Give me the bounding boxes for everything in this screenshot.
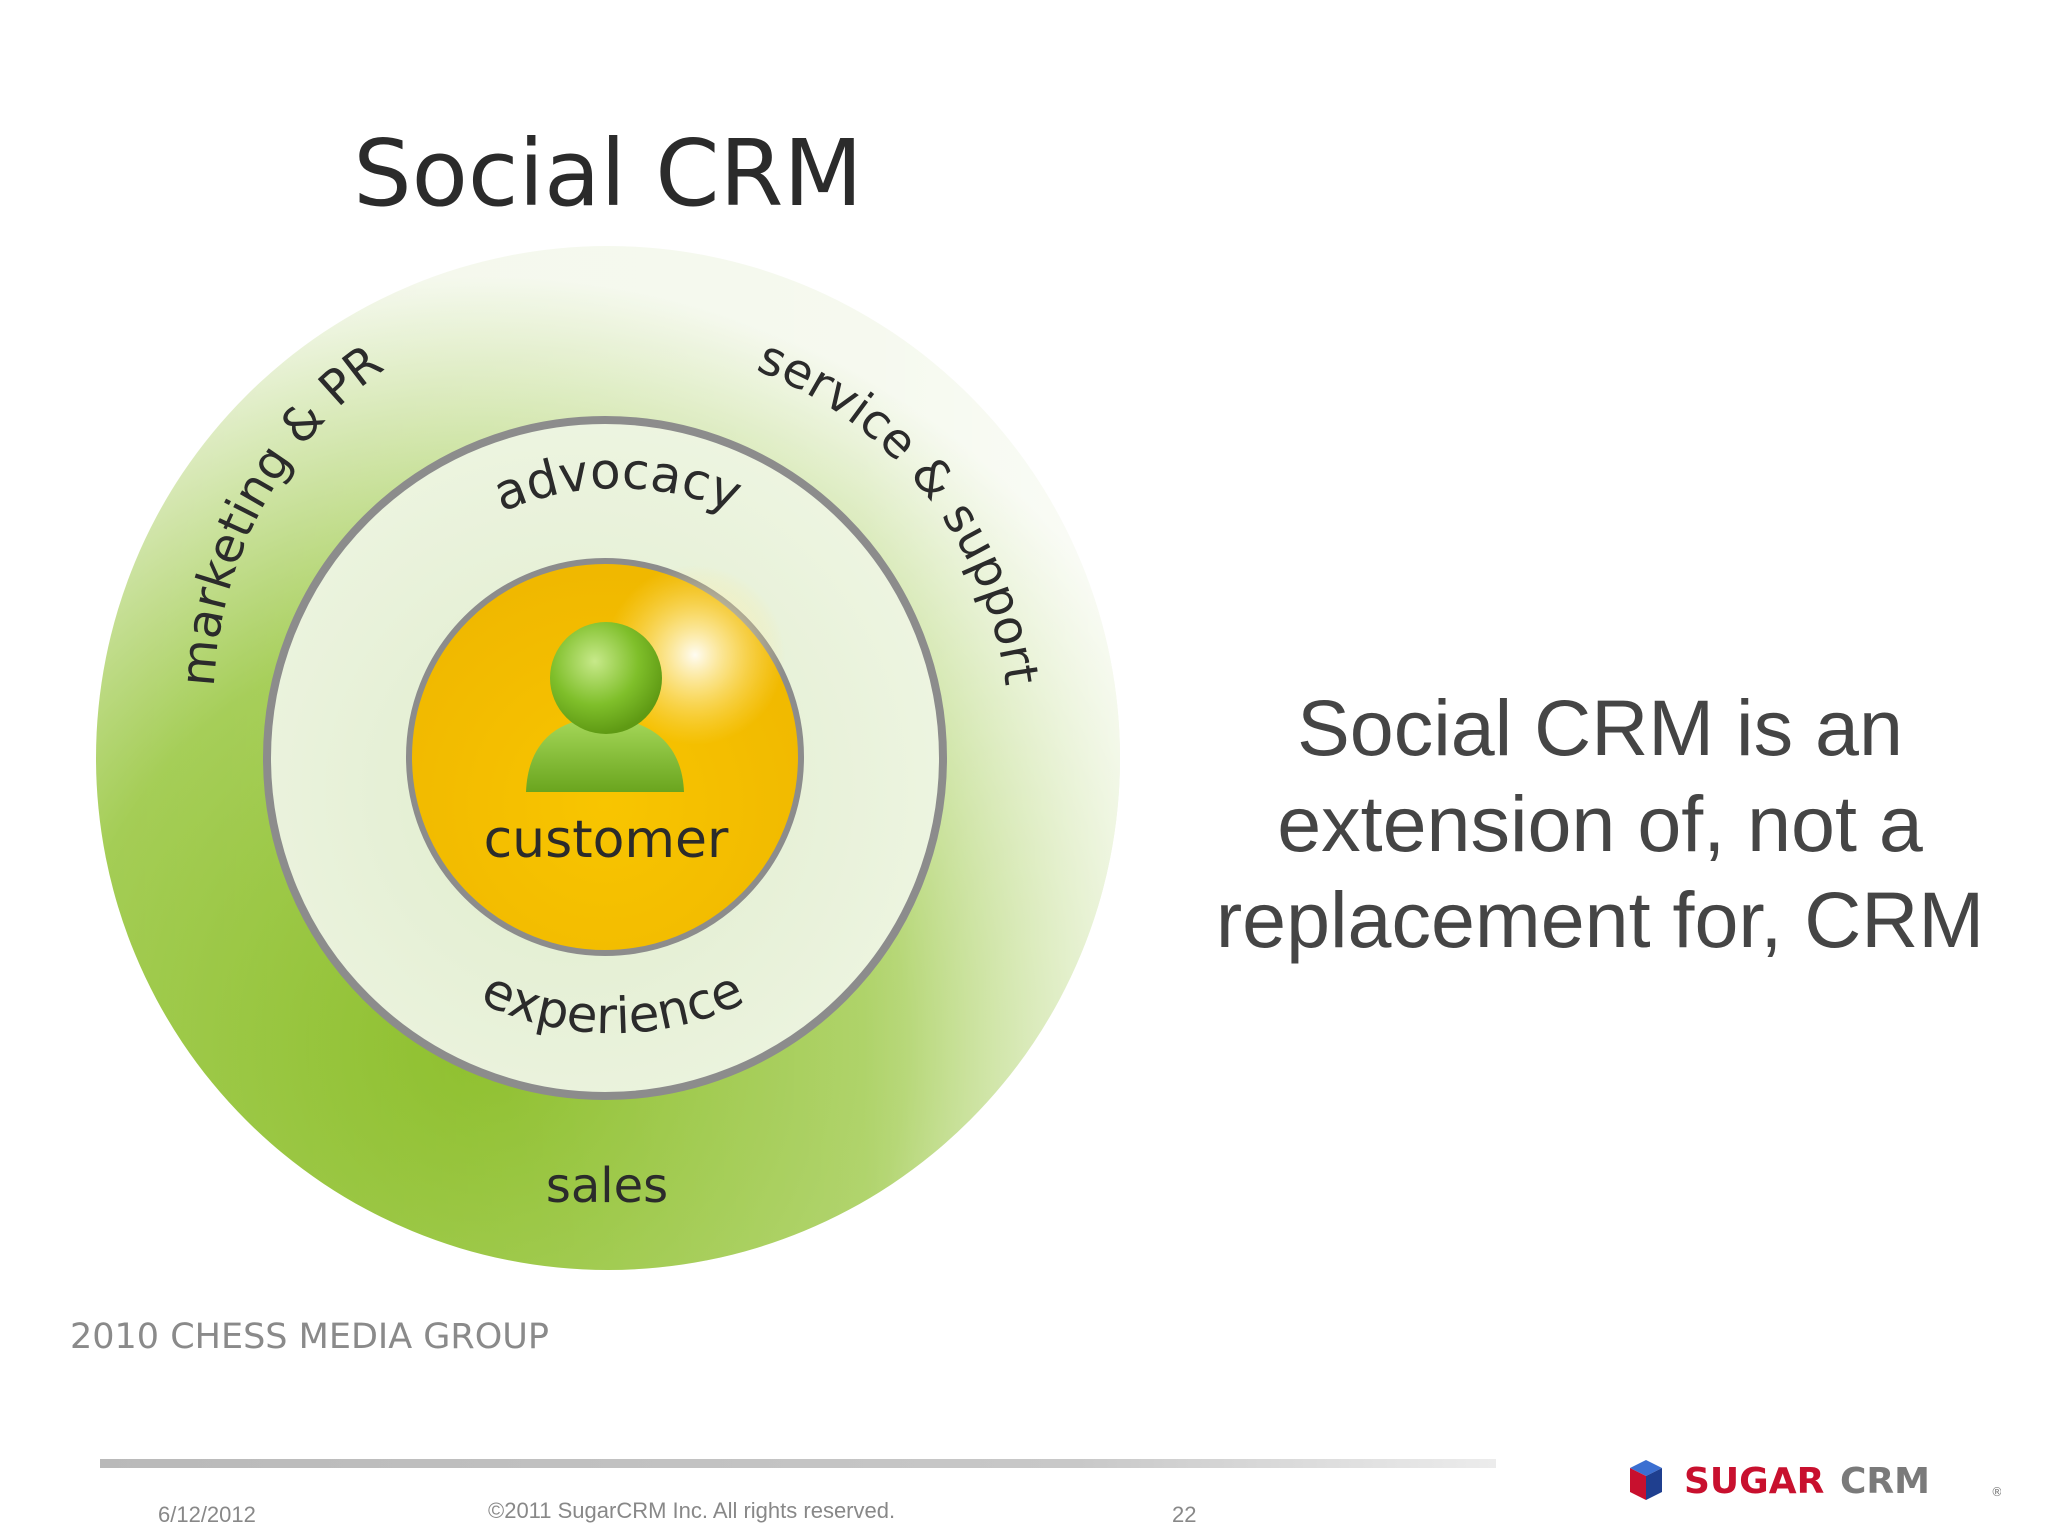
logo-text-crm: CRM bbox=[1840, 1461, 1930, 1502]
sugarcrm-logo: SUGAR CRM ® bbox=[1630, 1460, 2001, 1502]
cube-icon bbox=[1630, 1460, 1662, 1500]
logo-registered-mark: ® bbox=[1991, 1485, 2001, 1499]
label-sales: sales bbox=[546, 1158, 668, 1214]
diagram-credit: 2010 CHESS MEDIA GROUP bbox=[70, 1317, 549, 1357]
slide-caption: Social CRM is an extension of, not a rep… bbox=[1215, 683, 1985, 964]
footer-copyright: ©2011 SugarCRM Inc. All rights reserved. bbox=[488, 1498, 896, 1523]
label-customer: customer bbox=[484, 810, 729, 870]
footer-divider bbox=[100, 1459, 1496, 1468]
diagram-title: Social CRM bbox=[353, 120, 863, 227]
footer-page-number: 22 bbox=[1172, 1502, 1197, 1527]
person-icon bbox=[526, 622, 684, 792]
logo-text-sugar: SUGAR bbox=[1684, 1461, 1824, 1502]
footer-date: 6/12/2012 bbox=[158, 1502, 256, 1527]
